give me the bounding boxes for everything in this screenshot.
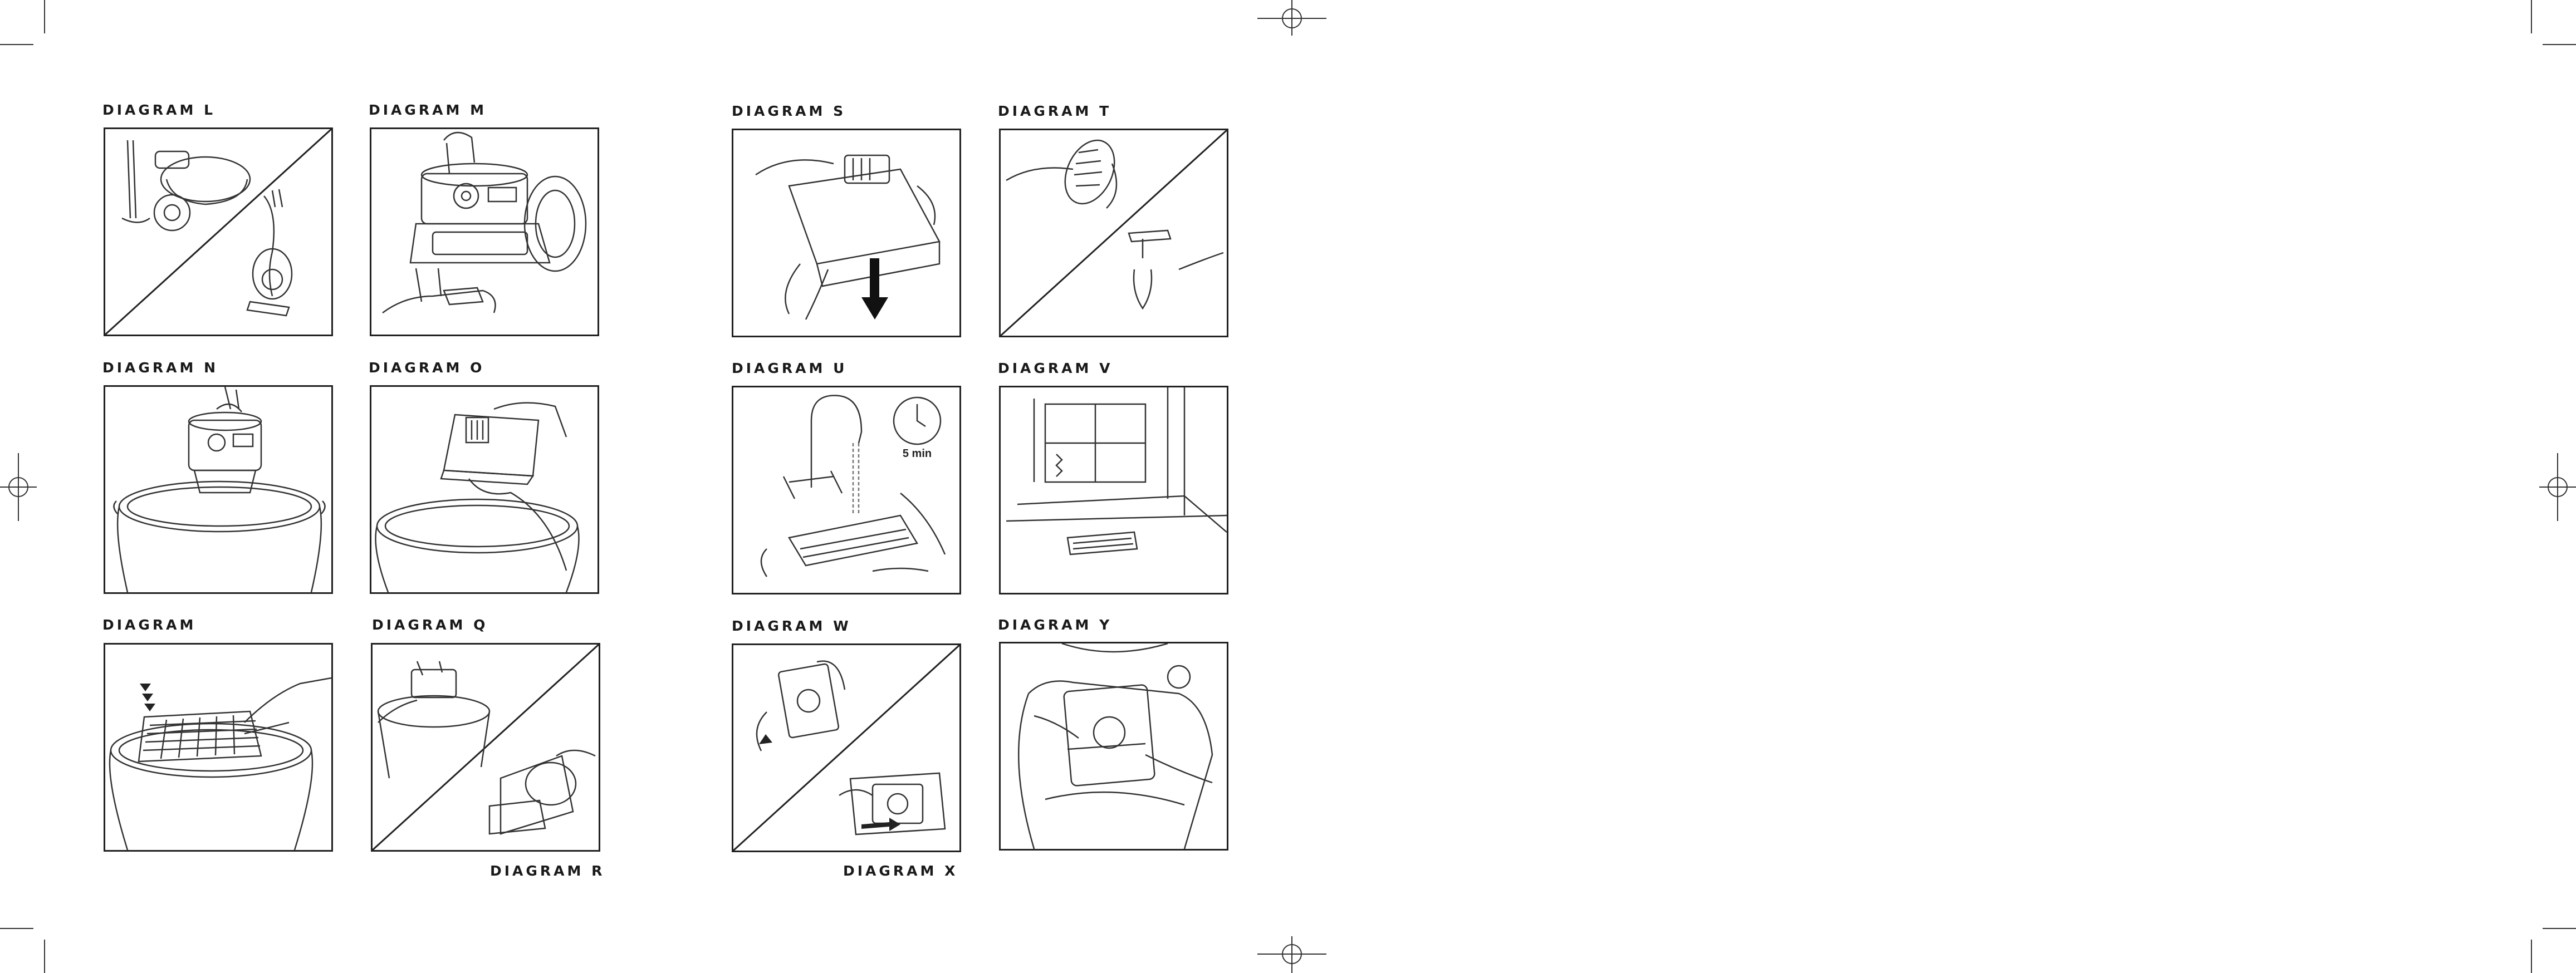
diagram-w [732,643,961,852]
diagram-u-label: DIAGRAM U [732,360,847,377]
diagram-n-label: DIAGRAM N [102,360,218,376]
registration-mark-icon [1253,935,1331,973]
diagram-m-label: DIAGRAM M [369,102,487,119]
diagram-q-label: DIAGRAM Q [372,617,488,633]
diagram-r-label: DIAGRAM R [490,863,605,879]
registration-mark-icon [0,451,39,523]
timer-label: 5 min [903,448,932,460]
diagram-x-label: DIAGRAM X [843,863,958,879]
diagram-p [104,643,333,852]
registration-mark-icon [1253,0,1331,39]
diagram-q [371,643,600,852]
diagram-l [104,127,333,336]
diagram-m [370,127,599,336]
diagram-s [732,129,961,337]
diagram-y [999,642,1228,851]
diagram-v [999,386,1228,594]
diagram-o-label: DIAGRAM O [369,360,484,376]
registration-mark-icon [2537,451,2576,523]
diagram-w-label: DIAGRAM W [732,618,851,635]
diagram-n [104,385,333,594]
diagram-v-label: DIAGRAM V [998,360,1113,377]
diagram-p-label: DIAGRAM [102,617,196,633]
diagram-o [370,385,599,594]
diagram-t [999,129,1228,337]
diagram-s-label: DIAGRAM S [732,103,846,120]
diagram-u: 5 min [732,386,961,594]
diagram-l-label: DIAGRAM L [102,102,216,119]
diagram-t-label: DIAGRAM T [998,103,1111,120]
diagram-y-label: DIAGRAM Y [998,617,1112,633]
